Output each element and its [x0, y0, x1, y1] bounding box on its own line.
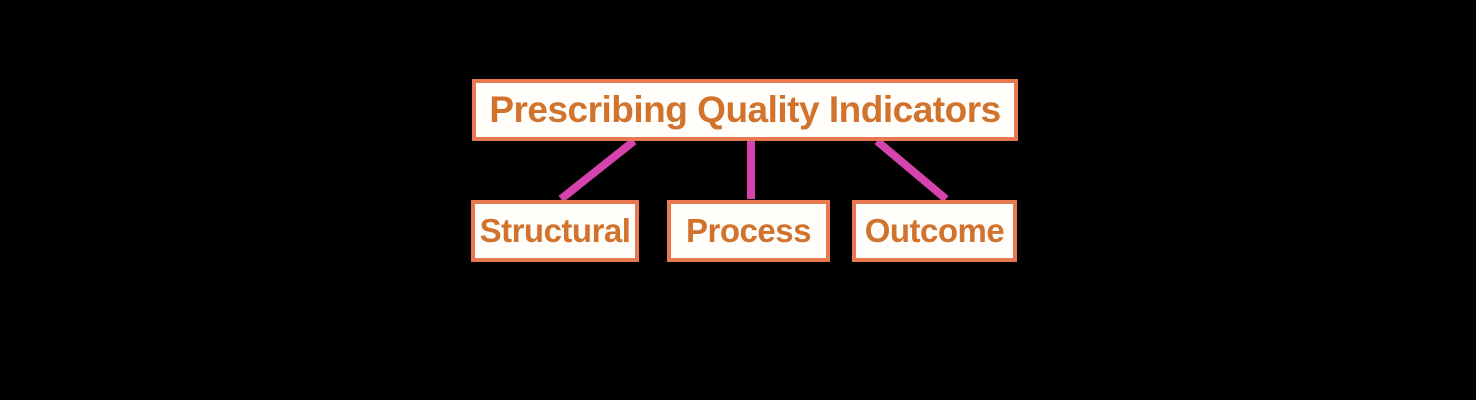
- node-outcome: Outcome: [852, 200, 1017, 262]
- node-prescribing-quality-indicators: Prescribing Quality Indicators: [472, 79, 1018, 141]
- node-outcome-label: Outcome: [864, 212, 1005, 249]
- node-process: Process: [667, 200, 830, 262]
- connector-root-outcome: [874, 137, 949, 203]
- connector-root-structural: [558, 137, 637, 203]
- node-structural-label: Structural: [479, 212, 631, 249]
- node-process-label: Process: [686, 212, 811, 249]
- node-structural: Structural: [471, 200, 639, 262]
- node-prescribing-quality-indicators-label: Prescribing Quality Indicators: [489, 89, 1001, 130]
